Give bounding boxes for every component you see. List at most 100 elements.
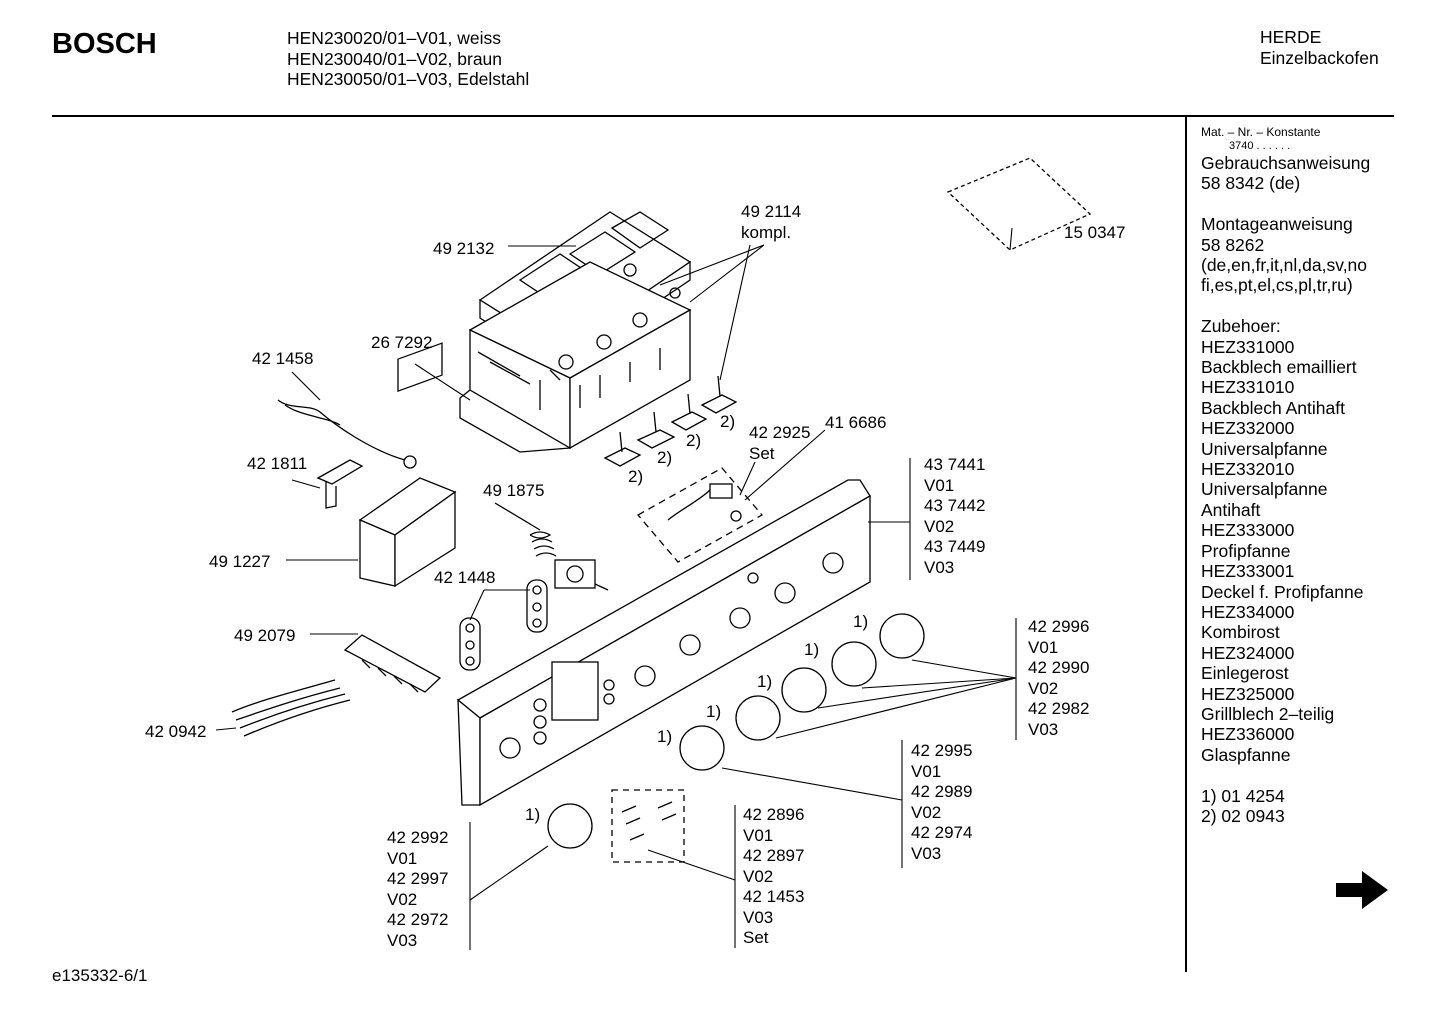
category: HERDE Einzelbackofen: [1260, 27, 1379, 68]
screw-part: [611, 789, 685, 863]
sidebar-text-line: 1) 01 4254: [1201, 785, 1285, 806]
note-marker-1: 1): [804, 640, 820, 659]
sidebar-text-line: 58 8342 (de): [1201, 173, 1301, 194]
part-group-line: 43 7442: [924, 496, 986, 515]
part-label-492114: 49 2114 kompl.: [741, 202, 801, 243]
sidebar-text-line: HEZ332010: [1201, 459, 1295, 480]
model-3: HEN230050/01–V03, Edelstahl: [287, 69, 530, 89]
part-label-491227: 49 1227: [209, 552, 271, 571]
part-group-line: V02: [924, 516, 955, 536]
sidebar-text-line: Glaspfanne: [1201, 744, 1291, 765]
screw-bag-part: [946, 157, 1092, 251]
part-group-line: 42 2992: [387, 828, 449, 847]
cable-harness-part: [277, 399, 406, 461]
sidebar-text-line: HEZ336000: [1201, 724, 1295, 745]
part-group-line: 42 2974: [911, 823, 973, 842]
sidebar-text-line: HEZ333001: [1201, 561, 1295, 582]
part-group-line: 42 2972: [387, 910, 449, 929]
note-marker-2: 2): [686, 431, 702, 450]
part-label-421448: 42 1448: [434, 568, 496, 587]
part-group-line: V02: [387, 889, 418, 909]
part-label-150347: 15 0347: [1064, 223, 1126, 242]
gasket-part: [459, 579, 548, 671]
header-divider: [52, 115, 1394, 117]
brand-logo: BOSCH: [52, 28, 157, 60]
sidebar-text-line: Gebrauchsanweisung: [1201, 153, 1371, 173]
part-group-line: 42 2990: [1028, 658, 1090, 677]
control-module-part: [358, 342, 457, 588]
arrow-right-icon[interactable]: [1334, 868, 1390, 912]
lamp-set-part: [636, 467, 764, 563]
model-1: HEN230020/01–V01, weiss: [287, 28, 502, 48]
switch-housing-part: [459, 261, 692, 453]
sidebar-spacer: [1201, 296, 1370, 316]
part-group-line: V03: [911, 843, 942, 863]
cable-set-part: [231, 679, 351, 737]
sidebar: Mat. – Nr. – Konstante 3740 . . . . . . …: [1201, 125, 1370, 826]
part-label-491875: 49 1875: [483, 481, 545, 500]
part-label-492114-number: 49 2114: [741, 202, 802, 221]
part-group-line: V03: [1028, 719, 1059, 739]
part-group-line: 42 2996: [1028, 617, 1090, 636]
sidebar-text-line: Deckel f. Profipfanne: [1201, 581, 1364, 602]
sidebar-text-line: Universalpfanne: [1201, 438, 1328, 459]
sidebar-divider: [1185, 117, 1187, 972]
sidebar-text-line: Einlegerost: [1201, 663, 1289, 684]
sidebar-text-line: Antihaft: [1201, 499, 1261, 520]
note-marker-1: 1): [853, 612, 869, 631]
part-group-line: V01: [1028, 637, 1059, 657]
category-main: HERDE: [1260, 27, 1322, 47]
sidebar-spacer: [1201, 194, 1370, 214]
part-group-line: V02: [1028, 678, 1059, 698]
sidebar-text-line: Zubehoer:: [1201, 316, 1281, 337]
sidebar-text-line: 58 8262: [1201, 234, 1265, 255]
part-group-line: V02: [743, 866, 774, 886]
leader-lines: [215, 227, 1017, 950]
control-panel-part: [456, 479, 871, 807]
part-group-line: 42 2995: [911, 741, 973, 760]
note-marker-1: 1): [706, 702, 722, 721]
part-group-line: 42 2982: [1028, 699, 1090, 718]
part-group-line: V01: [924, 475, 955, 495]
part-group-line: V02: [911, 802, 942, 822]
part-group-line: 43 7441: [924, 455, 986, 474]
sidebar-text-line: Grillblech 2–teilig: [1201, 703, 1335, 724]
microswitch-part: [603, 375, 738, 467]
note-marker-1: 1): [757, 672, 773, 691]
part-label-422925-number: 42 2925: [749, 423, 811, 442]
sidebar-text-line: HEZ324000: [1201, 642, 1295, 663]
sidebar-text-line: (de,en,fr,it,nl,da,sv,no: [1201, 255, 1368, 276]
sidebar-text-line: Montageanweisung: [1201, 214, 1353, 235]
sidebar-text-line: HEZ331010: [1201, 377, 1295, 398]
sidebar-text-line: Kombirost: [1201, 622, 1280, 643]
sidebar-spacer: [1201, 765, 1370, 785]
sidebar-text-line: Universalpfanne: [1201, 479, 1328, 500]
mat-value: 3740 . . . . . .: [1229, 140, 1291, 152]
part-group-line: 43 7449: [924, 537, 986, 556]
terminal-block-part: [343, 634, 442, 693]
part-group-line: V03: [924, 557, 955, 577]
part-label-421811: 42 1811: [247, 454, 308, 473]
sidebar-text-line: HEZ332000: [1201, 418, 1295, 439]
sidebar-text-line: HEZ331000: [1201, 336, 1295, 357]
part-group-line: 42 2896: [743, 805, 805, 824]
part-label-492132: 49 2132: [433, 239, 495, 258]
knob-part: [547, 613, 925, 849]
exploded-parts-drawing: [215, 157, 1092, 950]
part-label-267292: 26 7292: [371, 333, 433, 352]
part-group-line: V03: [387, 930, 418, 950]
note-marker-2: 2): [657, 448, 673, 467]
sidebar-text-line: HEZ325000: [1201, 683, 1295, 704]
part-label-492079: 49 2079: [234, 626, 296, 645]
part-group-line: Set: [743, 928, 769, 947]
part-label-422925-note: Set: [749, 443, 775, 463]
sidebar-text-line: Backblech emailliert: [1201, 357, 1357, 378]
note-marker-1: 1): [657, 727, 673, 746]
part-group-line: V03: [743, 907, 774, 927]
part-group-line: 42 2897: [743, 846, 805, 865]
sidebar-text-line: HEZ333000: [1201, 520, 1295, 541]
